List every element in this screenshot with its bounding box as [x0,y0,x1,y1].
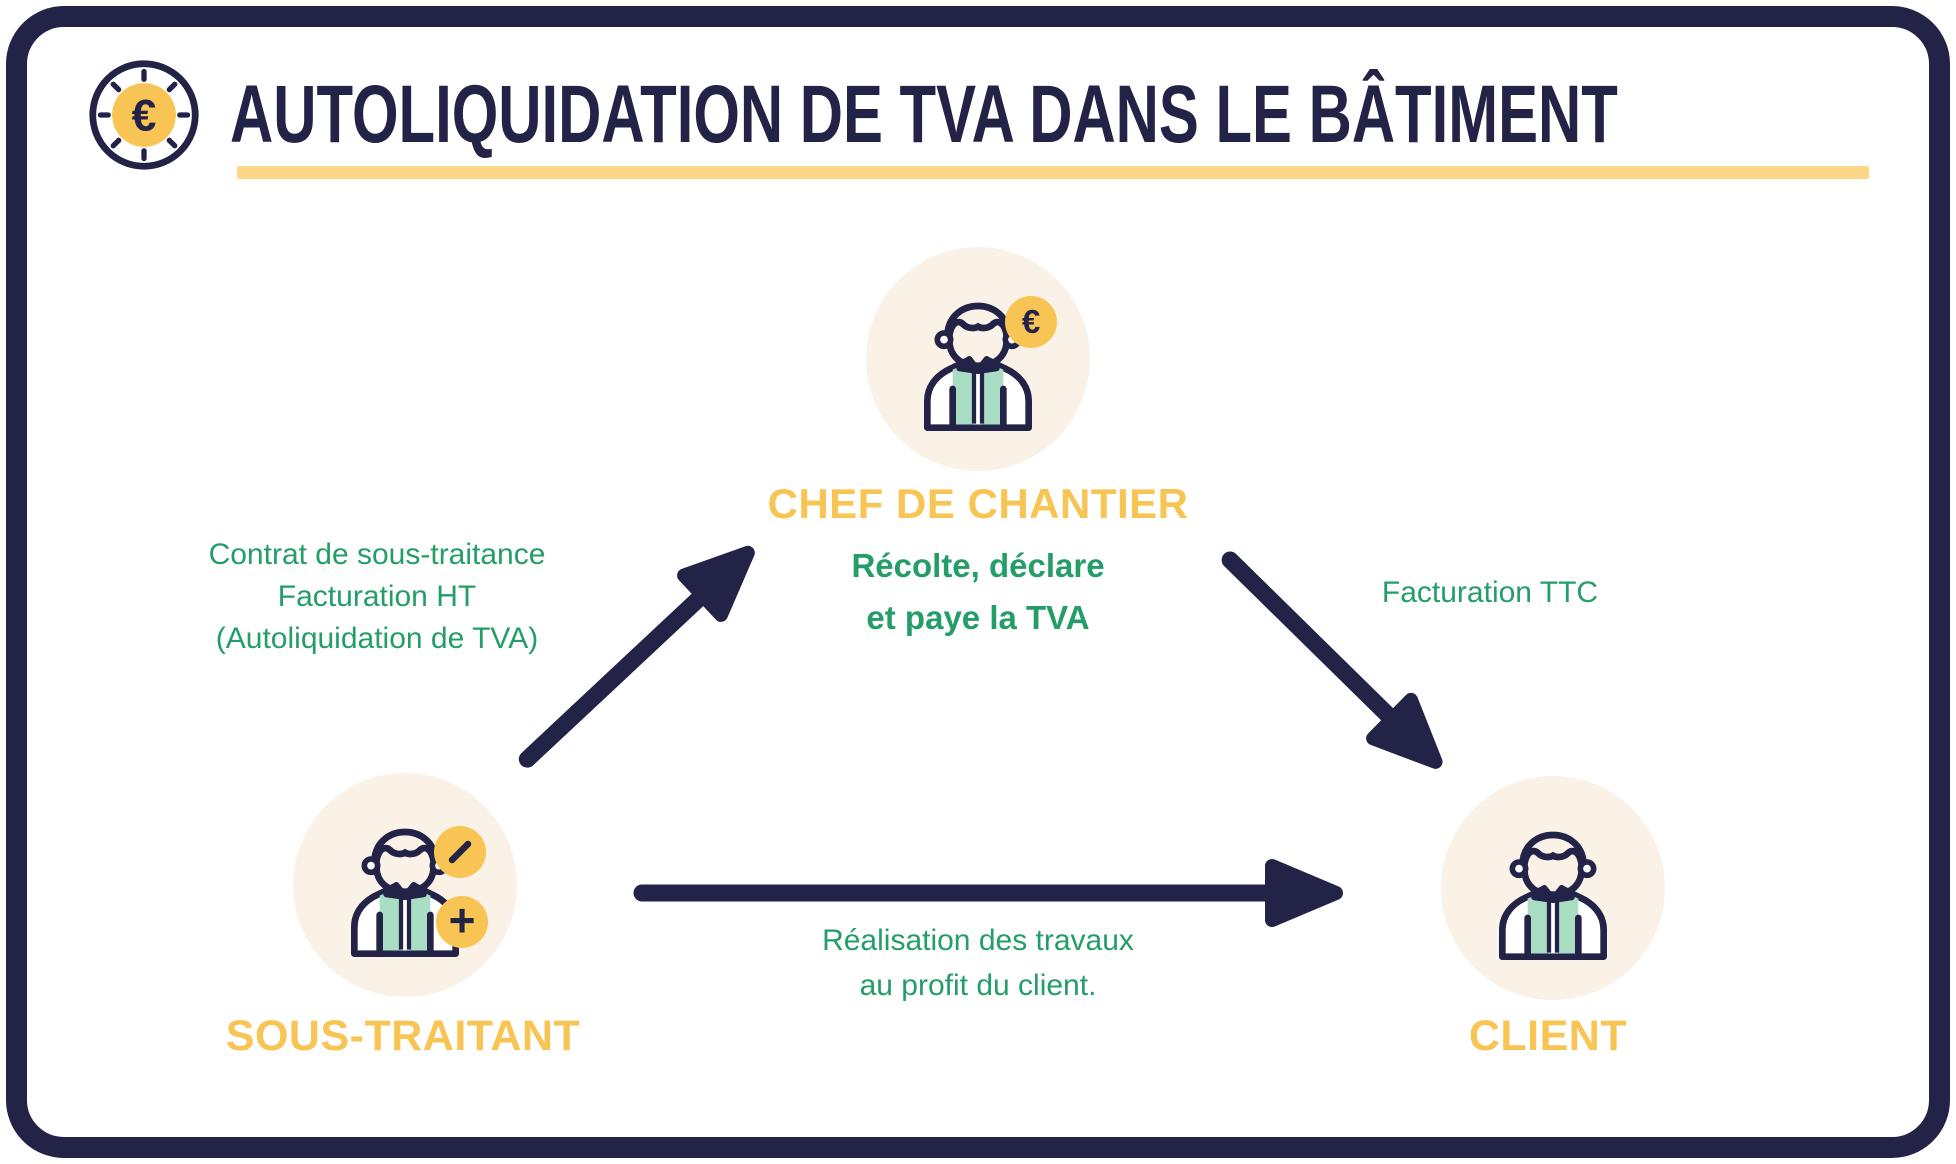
chef-text-block: CHEF DE CHANTIER Récolte, déclare et pay… [628,480,1328,644]
person-icon [1473,802,1633,962]
edge-line: Facturation TTC [1381,576,1599,609]
page-title: AUTOLIQUIDATION DE TVA DANS LE BÂTIMENT [230,69,1618,160]
client-label: CLIENT [1468,1012,1628,1060]
arrow-sous-traitant-to-client [633,859,1343,927]
arrow-chef-to-client [1221,551,1443,769]
edge-label-sous-traitant-to-chef: Contrat de sous-traitance Facturation HT… [112,534,642,660]
arrow-sous-traitant-to-chef [518,545,755,768]
euro-badge-glyph: € [1021,303,1041,340]
plus-badge-icon: + [436,896,488,948]
sous-traitant-label: SOUS-TRAITANT [225,1012,581,1060]
title-underline [237,166,1869,179]
node-chef-de-chantier: € [866,247,1090,471]
plus-badge-glyph: + [448,894,476,946]
pencil-badge-icon [434,826,486,878]
node-client [1441,776,1665,1000]
edge-line: Réalisation des travaux [822,924,1134,957]
edge-line: Contrat de sous-traitance [208,538,546,571]
euro-coin-icon: € [89,60,199,170]
edge-line: (Autoliquidation de TVA) [215,622,539,655]
chef-role-line-2: et paye la TVA [866,599,1090,636]
edge-line: Facturation HT [277,580,477,613]
euro-glyph: € [132,91,157,140]
edge-label-chef-to-client: Facturation TTC [1290,576,1690,610]
chef-label: CHEF DE CHANTIER [767,480,1189,527]
chef-role-line-1: Récolte, déclare [851,547,1105,584]
node-sous-traitant: + [293,773,517,997]
euro-badge-icon: € [1005,296,1057,348]
edge-line: au profit du client. [859,969,1097,1002]
edge-label-sous-traitant-to-client: Réalisation des travaux au profit du cli… [678,918,1278,1008]
